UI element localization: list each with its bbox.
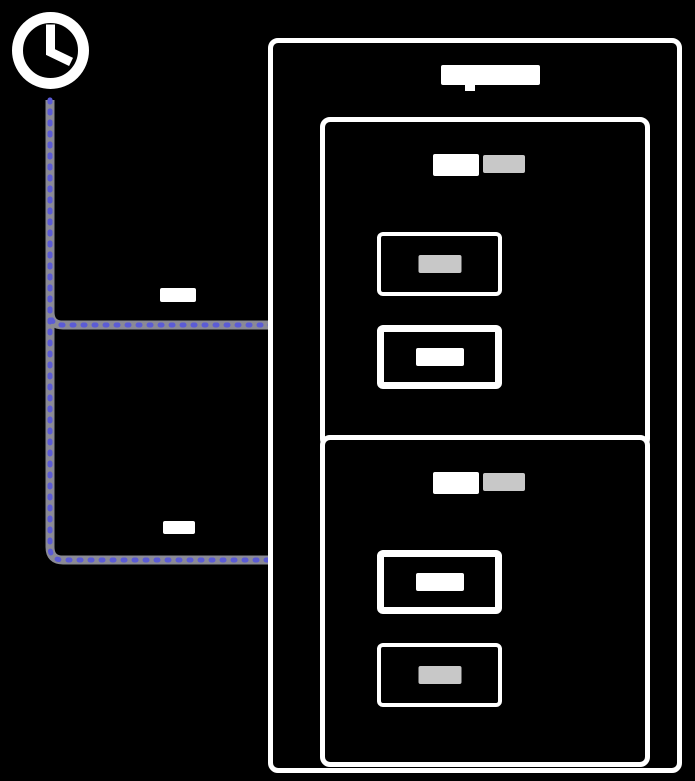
action-label [418, 666, 461, 684]
panel-title [441, 65, 540, 91]
card-title [433, 472, 479, 494]
card-title [433, 154, 479, 176]
action-label [415, 573, 464, 591]
card-subtitle [483, 473, 525, 491]
clock-icon [12, 12, 89, 89]
workflow-panel [268, 38, 682, 773]
edge-label-1 [160, 288, 196, 302]
action-box[interactable] [377, 643, 502, 707]
action-label [415, 348, 464, 366]
trigger-node[interactable] [8, 8, 93, 93]
card-subtitle [483, 155, 525, 173]
workflow-card[interactable] [320, 435, 650, 767]
action-box[interactable] [377, 232, 502, 296]
action-label [418, 255, 461, 273]
edge-label-2 [163, 521, 195, 534]
card-header [325, 472, 645, 502]
card-header [325, 154, 645, 184]
action-box-active[interactable] [377, 550, 502, 614]
workflow-card[interactable] [320, 117, 650, 449]
action-box-active[interactable] [377, 325, 502, 389]
